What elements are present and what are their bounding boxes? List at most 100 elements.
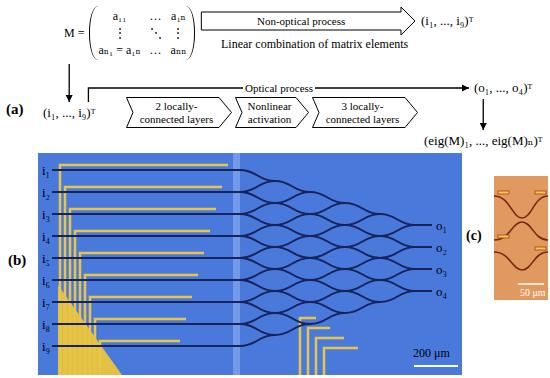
y-junction bbox=[310, 236, 345, 258]
matrix-brackets: a₁₁…a₁ₙ⋮⋱⋮aₙ₁ = a₁ₙ…aₙₙ bbox=[89, 6, 195, 60]
output-vector: (o₁, ..., o₄)ᵀ bbox=[471, 79, 535, 97]
connector bbox=[201, 7, 415, 35]
input-port-label: i₁ bbox=[42, 163, 50, 178]
y-junction bbox=[345, 203, 380, 225]
output-port-label: o₄ bbox=[436, 284, 447, 299]
waveguide bbox=[494, 196, 548, 218]
electrode bbox=[498, 191, 509, 194]
matrix-node: M =a₁₁…a₁ₙ⋮⋱⋮aₙ₁ = a₁ₙ…aₙₙ bbox=[62, 4, 197, 62]
input-port-label: i₂ bbox=[42, 185, 50, 200]
micrograph-background bbox=[38, 153, 462, 375]
electrodes bbox=[498, 191, 546, 250]
y-junction bbox=[345, 225, 380, 247]
y-junction bbox=[240, 170, 275, 192]
y-junction bbox=[380, 258, 415, 280]
matrix-entry: ⋱ bbox=[150, 26, 162, 40]
eigenvalue-vector: (eig(M)₁, ..., eig(M)ₙ)ᵀ bbox=[421, 132, 545, 150]
panel-label: (c) bbox=[466, 228, 482, 244]
vector-text: (eig(M)₁, ..., eig(M)ₙ)ᵀ bbox=[424, 133, 542, 149]
matrix-entry: ⋮ bbox=[171, 26, 187, 40]
input-vector: (i₁, ..., i₉)ᵀ bbox=[40, 104, 98, 122]
block-arrow-outline bbox=[127, 98, 232, 128]
scale-label: 200 μm bbox=[413, 346, 450, 360]
y-junction bbox=[240, 324, 275, 346]
y-junction bbox=[275, 291, 310, 313]
arrowhead bbox=[462, 85, 469, 92]
y-junction bbox=[275, 269, 310, 291]
y-junction bbox=[275, 203, 310, 225]
arrow-text: Nonlinear activation bbox=[243, 100, 296, 125]
y-junction bbox=[380, 236, 415, 258]
vector-text: (i₁, ..., i₉)ᵀ bbox=[421, 13, 473, 29]
output-port-label: o₂ bbox=[436, 240, 447, 255]
electrode-lead bbox=[60, 165, 228, 375]
y-junction bbox=[275, 313, 310, 335]
y-junction bbox=[310, 302, 345, 324]
electrode-leads bbox=[60, 165, 358, 375]
y-junction bbox=[240, 236, 275, 258]
matrix-entry: a₁ₙ bbox=[171, 9, 187, 23]
scale-bar bbox=[518, 283, 544, 285]
connector bbox=[66, 64, 73, 102]
y-junction bbox=[310, 192, 345, 214]
process-note: Linear combination of matrix elements bbox=[221, 37, 408, 51]
connector bbox=[480, 99, 487, 130]
waveguide bbox=[494, 252, 548, 270]
junction-network bbox=[240, 170, 415, 346]
electrode bbox=[535, 247, 546, 250]
input-port-label: i₆ bbox=[42, 273, 50, 288]
y-junction bbox=[345, 269, 380, 291]
input-port-label: i₇ bbox=[42, 295, 50, 310]
arrow-text: 3 locally-connected layers bbox=[320, 100, 405, 125]
input-port-label: i₃ bbox=[42, 207, 50, 222]
electrode-lead bbox=[300, 318, 358, 375]
y-junction bbox=[310, 214, 345, 236]
matrix-entry: aₙ₁ = a₁ₙ bbox=[98, 43, 140, 57]
input-port-label: i₅ bbox=[42, 251, 50, 266]
y-junction bbox=[380, 214, 415, 236]
y-junction bbox=[240, 280, 275, 302]
scale-bar bbox=[414, 365, 458, 367]
output-port-label: o₁ bbox=[436, 218, 447, 233]
y-junction bbox=[345, 291, 380, 313]
block-arrow-outline bbox=[313, 98, 418, 128]
electrode bbox=[498, 235, 509, 238]
y-junction bbox=[310, 280, 345, 302]
matrix-entry: a₁₁ bbox=[98, 9, 140, 23]
layer-arrow: 3 locally-connected layers bbox=[312, 97, 418, 128]
electrode-lead bbox=[70, 209, 216, 375]
y-junction bbox=[240, 192, 275, 214]
panel-label: (b) bbox=[8, 252, 26, 269]
input-port-label: i₄ bbox=[42, 229, 50, 244]
y-junction bbox=[275, 181, 310, 203]
waveguide bbox=[52, 170, 240, 346]
block-arrow-outline bbox=[236, 98, 309, 128]
etch-stripe bbox=[233, 153, 240, 375]
scale-label: 50 μm bbox=[520, 287, 546, 299]
matrix-entry: … bbox=[150, 9, 162, 23]
edge-label: Optical process bbox=[243, 82, 315, 95]
output-port-label: o₃ bbox=[436, 262, 447, 277]
electrode-lead bbox=[90, 297, 192, 375]
y-junction bbox=[240, 258, 275, 280]
input-port-label: i₈ bbox=[42, 317, 50, 332]
y-junction bbox=[345, 247, 380, 269]
y-junction bbox=[240, 214, 275, 236]
input-port-label: i₉ bbox=[42, 339, 50, 354]
input-vector: (i₁, ..., i₉)ᵀ bbox=[418, 12, 476, 30]
y-junction bbox=[240, 302, 275, 324]
panel-label: (a) bbox=[6, 101, 24, 118]
electrode-lead bbox=[80, 253, 204, 375]
electrode bbox=[535, 191, 546, 194]
arrowhead bbox=[480, 123, 487, 130]
waveguide-detail bbox=[494, 196, 548, 270]
arrow-text: 2 locally-connected layers bbox=[134, 100, 219, 125]
y-junction bbox=[380, 280, 415, 302]
activation-arrow: Nonlinear activation bbox=[235, 97, 309, 128]
y-junction bbox=[275, 225, 310, 247]
micrograph-background bbox=[494, 176, 548, 300]
vector-text: (i₁, ..., i₉)ᵀ bbox=[43, 105, 95, 121]
